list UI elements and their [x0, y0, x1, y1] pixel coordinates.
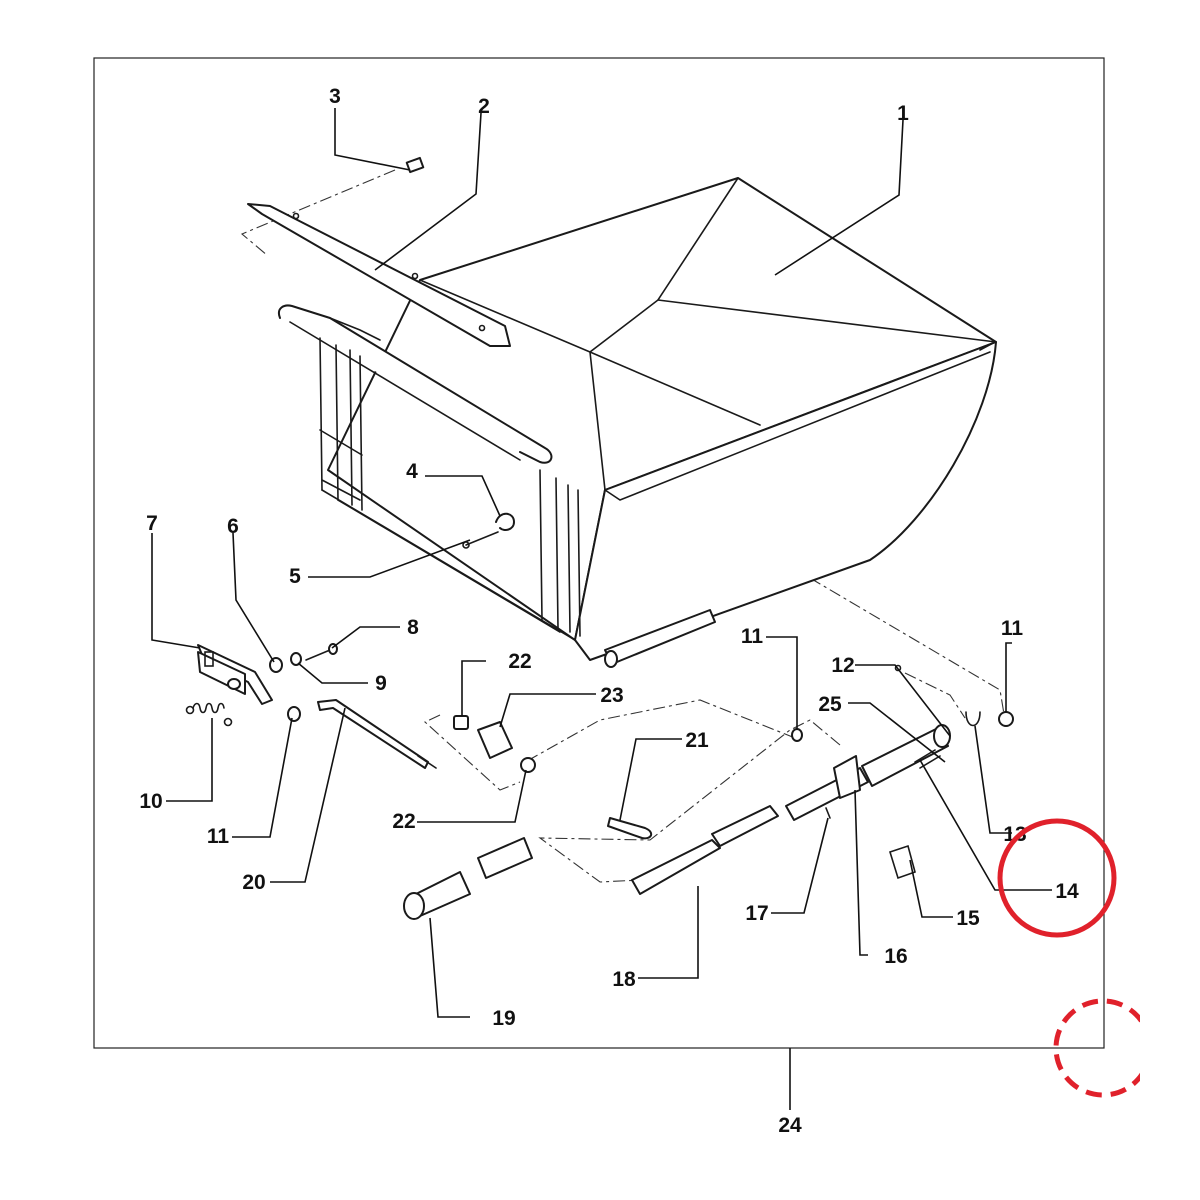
- hopper-body: [327, 177, 997, 668]
- assembly-frame: [93, 57, 1105, 1049]
- callout-7: 7: [146, 512, 158, 535]
- callout-20: 20: [242, 871, 265, 894]
- nut-part-11-right: [998, 711, 1014, 727]
- callout-3: 3: [329, 85, 341, 108]
- clip-part-13: [965, 711, 981, 727]
- screw-part-17: [825, 807, 831, 819]
- callout-22-lower: 22: [392, 810, 415, 833]
- leader-lines: [151, 108, 1052, 1110]
- callout-11-right: 11: [1001, 617, 1024, 640]
- callout-14: 14: [1055, 880, 1079, 903]
- callout-21: 21: [685, 729, 709, 752]
- top-plate: [247, 203, 511, 347]
- callout-2: 2: [478, 95, 490, 118]
- callout-labels: 1 2 3 4 5 6 7 8 9 10 11 11 11 12 13 14 1…: [139, 85, 1079, 1137]
- callout-11-mid: 11: [741, 625, 764, 648]
- hardware-6-8-9-11: [269, 643, 338, 722]
- bracket-part-7: [197, 644, 273, 705]
- callout-22-upper: 22: [508, 650, 531, 673]
- callout-9: 9: [375, 672, 387, 695]
- bolt-part-3: [405, 156, 425, 174]
- clip-part-4: [495, 512, 515, 531]
- nut-part-11-mid: [791, 728, 803, 742]
- grip-part-19: [403, 837, 533, 920]
- callout-17: 17: [745, 902, 768, 925]
- callout-6: 6: [227, 515, 239, 538]
- rod-part-20: [317, 699, 437, 769]
- callout-15: 15: [956, 907, 980, 930]
- callout-13: 13: [1003, 823, 1026, 846]
- callout-16: 16: [884, 945, 907, 968]
- hardware-22-23: [453, 715, 536, 773]
- highlight-circle-part-14: [997, 818, 1117, 938]
- callout-11-left: 11: [207, 825, 230, 848]
- nut-part-11-left: [287, 706, 301, 722]
- callout-1: 1: [897, 102, 909, 125]
- lever-part-18: [631, 805, 779, 895]
- washer-part-6: [269, 657, 283, 673]
- nut-part-22-upper: [453, 715, 469, 730]
- tube-part-14: [861, 727, 949, 787]
- spring-part-10: [185, 702, 233, 727]
- callout-24: 24: [778, 1114, 802, 1137]
- callout-23: 23: [600, 684, 623, 707]
- spacer-part-23: [477, 721, 513, 759]
- callout-12: 12: [831, 654, 854, 677]
- hopper-stand: [278, 304, 581, 641]
- callout-8: 8: [407, 616, 419, 639]
- callout-4: 4: [406, 460, 418, 483]
- callout-5: 5: [289, 565, 301, 588]
- rod-part-21: [607, 817, 653, 840]
- assembly-dash-lines: [240, 169, 1006, 883]
- callout-25: 25: [818, 693, 842, 716]
- nut-part-9: [290, 652, 302, 666]
- pin-part-12: [894, 664, 902, 672]
- bolt-part-15: [889, 844, 916, 880]
- callout-10: 10: [139, 790, 162, 813]
- bolt-part-8: [305, 649, 331, 661]
- shaft-assembly: [785, 664, 1014, 880]
- callout-18: 18: [612, 968, 636, 991]
- nut-part-22-lower: [520, 757, 536, 773]
- callout-19: 19: [492, 1007, 515, 1030]
